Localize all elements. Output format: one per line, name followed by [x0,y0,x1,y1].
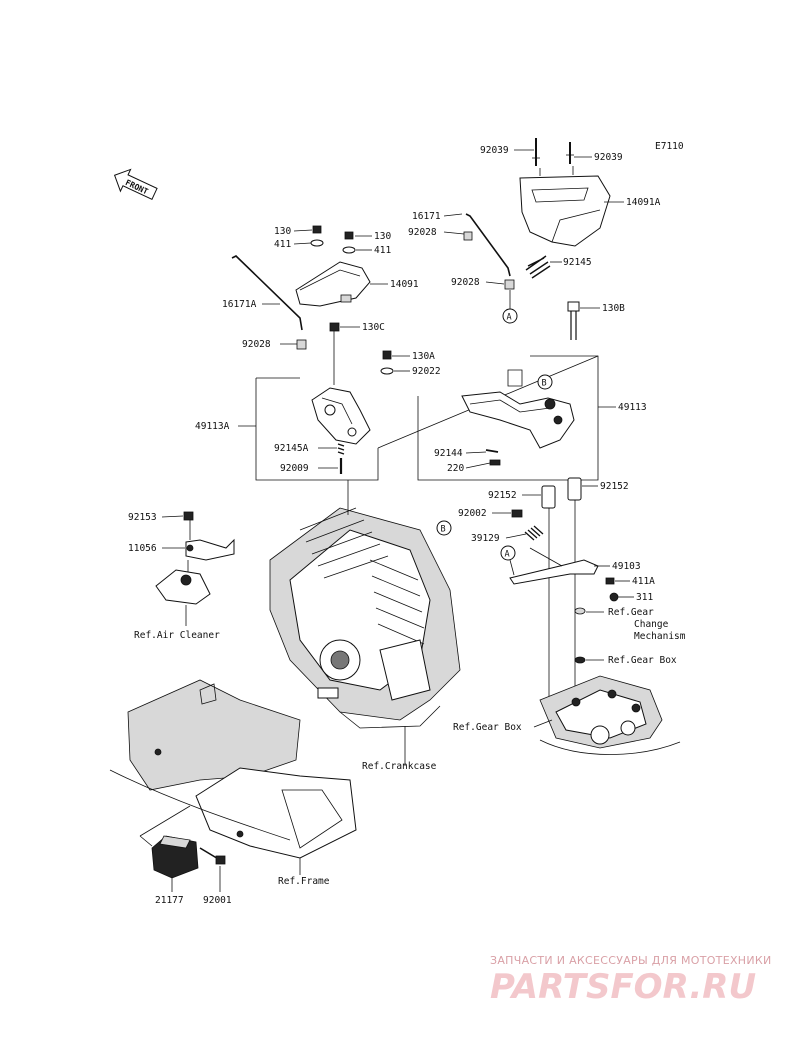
front-arrow-icon: FRONT [113,168,158,200]
spring-92145 [525,255,551,279]
group-box-49113a [255,377,379,481]
svg-text:A: A [507,313,512,323]
label-130-left: 130 [274,226,291,237]
label-11056: 11056 [128,543,157,554]
label-130a: 130A [412,351,435,362]
label-92039-right: 92039 [594,152,623,163]
callout-a-low: A [500,545,516,561]
label-130c: 130C [362,322,385,333]
label-92152-left: 92152 [488,490,517,501]
spring-39129 [524,525,544,541]
diagram-code: E7110 [655,141,684,152]
label-21177: 21177 [155,895,184,906]
bolt-130-right [342,231,356,254]
pin-220 [489,459,501,466]
label-92145a: 92145A [274,443,309,454]
label-16171: 16171 [412,211,441,222]
label-411a: 411A [632,576,655,587]
ref-gear-change-line3: Mechanism [634,631,686,642]
label-92009: 92009 [280,463,309,474]
pin-92144 [485,449,499,453]
svg-text:B: B [441,525,446,535]
clip-92028-top [463,231,473,241]
washer-411a [605,577,615,585]
label-39129: 39129 [471,533,500,544]
air-cleaner-illustration [155,520,211,605]
bolt-92039-left [532,138,540,166]
collar-92152-right [567,477,582,501]
watermark: ЗАПЧАСТИ И АКСЕССУАРЫ ДЛЯ МОТОТЕХНИКИ PA… [490,954,772,1007]
label-92152-right: 92152 [600,481,629,492]
label-49103: 49103 [612,561,641,572]
rod-16171a [231,255,303,331]
bolt-92002 [511,509,523,518]
cover-14091a [519,166,611,247]
label-92028-top: 92028 [408,227,437,238]
label-92022: 92022 [412,366,441,377]
lever-49103 [509,547,599,585]
label-92145: 92145 [563,257,592,268]
rod-16171 [465,213,511,277]
watermark-logo: PARTSFOR.RU [490,967,756,1007]
label-92153: 92153 [128,512,157,523]
bolt-92153 [183,511,194,521]
washer-92022 [380,367,394,375]
part-labels: 92039 92039 14091A 16171 92028 92145 920… [128,145,661,906]
label-49113a: 49113A [195,421,230,432]
clip-92028-mid [504,279,515,290]
label-411-left: 411 [274,239,291,250]
label-92028-mid: 92028 [451,277,480,288]
collar-92152-left [541,485,556,509]
callout-b-left: B [436,520,452,536]
spring-92145a [337,443,345,455]
bolt-130b [567,301,580,340]
ref-crankcase: Ref.Crankcase [362,761,437,772]
label-14091a: 14091A [626,197,661,208]
group-box-49113 [417,355,599,481]
ref-gear-box-left: Ref.Gear Box [453,722,522,733]
bolt-92039-right [566,142,574,164]
callout-b-top: B [537,374,553,390]
bolt-130-left [310,225,324,247]
ref-air-cleaner: Ref.Air Cleaner [134,630,220,641]
bolt-92001 [199,847,226,865]
label-92002: 92002 [458,508,487,519]
label-49113: 49113 [618,402,647,413]
bracket-11056 [185,538,235,561]
label-220: 220 [447,463,464,474]
svg-text:B: B [542,379,547,389]
label-16171a: 16171A [222,299,257,310]
label-311: 311 [636,592,653,603]
label-14091: 14091 [390,279,419,290]
crankcase-illustration [269,480,461,766]
bolt-130a [382,350,392,360]
ref-gear-change-line2: Change [634,619,669,630]
reference-labels: Ref.Air Cleaner Ref.Gear Change Mechanis… [134,607,686,887]
label-92144: 92144 [434,448,463,459]
frame-illustration [109,679,357,859]
box-21177 [151,835,199,879]
pin-311 [609,592,619,602]
leader-lines [161,149,634,892]
callout-a-top: A [502,308,518,324]
label-130b: 130B [602,303,625,314]
bracket-49113 [461,369,575,449]
label-130-right: 130 [374,231,391,242]
ref-frame: Ref.Frame [278,876,330,887]
ref-gear-box-right: Ref.Gear Box [608,655,677,666]
svg-text:A: A [505,550,510,560]
label-92001: 92001 [203,895,232,906]
label-411-right: 411 [374,245,391,256]
bolt-130c [329,322,340,385]
label-92028-left: 92028 [242,339,271,350]
watermark-tagline: ЗАПЧАСТИ И АКСЕССУАРЫ ДЛЯ МОТОТЕХНИКИ [490,954,772,967]
bracket-49113a [311,387,371,445]
label-92039-left: 92039 [480,145,509,156]
clip-92028-left [296,339,307,350]
cover-14091 [295,261,371,307]
gear-box-illustration [539,675,681,755]
ref-gear-change-line1: Ref.Gear [608,607,654,618]
